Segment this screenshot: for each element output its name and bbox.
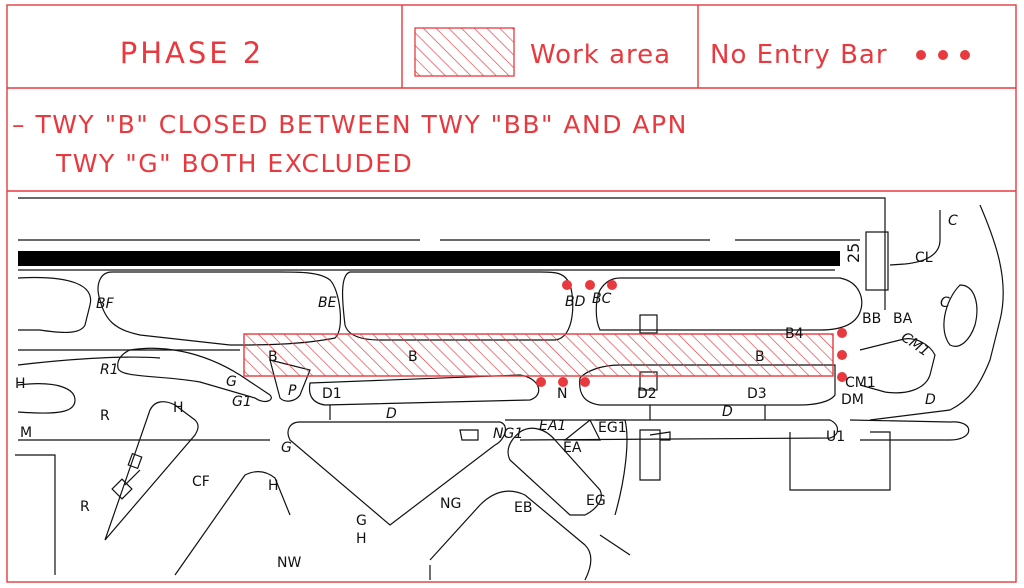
label-EA: EA — [563, 440, 582, 456]
no-entry-legend-label: No Entry Bar — [710, 40, 888, 70]
label-B4: B4 — [785, 326, 804, 342]
label-CL: CL — [915, 250, 933, 266]
label-P: P — [288, 383, 297, 399]
label-M: M — [20, 425, 32, 441]
label-NW: NW — [277, 555, 301, 571]
runway-bar — [18, 251, 840, 266]
label-H-low: H — [268, 478, 279, 494]
phase-title: PHASE 2 — [120, 36, 265, 70]
label-EB: EB — [514, 500, 532, 516]
no-entry-legend-dots — [916, 50, 970, 60]
label-H-left: H — [15, 376, 26, 392]
no-entry-bars — [536, 280, 847, 387]
label-BE: BE — [318, 295, 337, 311]
label-NG1: NG1 — [493, 426, 523, 442]
label-B-mid: B — [408, 349, 418, 365]
label-U1: U1 — [826, 429, 845, 445]
label-DM: DM — [841, 392, 864, 408]
map-linework — [15, 197, 1004, 581]
runway-number: 25 — [844, 243, 863, 263]
label-BF: BF — [96, 296, 115, 312]
label-C-mid: C — [940, 295, 950, 311]
map-labels: BF BE BD BC BB BA CL C C CM1 CM1 B4 B B … — [15, 213, 958, 571]
work-area-legend-swatch — [414, 27, 515, 77]
label-D2: D2 — [637, 386, 657, 402]
work-area-hatch — [243, 333, 834, 377]
work-area-legend-label: Work area — [530, 40, 671, 70]
label-N: N — [557, 386, 567, 402]
label-CF: CF — [192, 474, 210, 490]
label-BC: BC — [592, 291, 612, 307]
label-R1: R1 — [100, 362, 119, 378]
label-B-left: B — [268, 349, 278, 365]
label-CM1-a: CM1 — [898, 329, 932, 360]
label-BA: BA — [893, 311, 913, 327]
label-G-bot: G — [356, 513, 367, 529]
label-D-a: D — [386, 406, 397, 422]
label-G1: G1 — [232, 394, 252, 410]
label-H-bot: H — [356, 531, 367, 547]
label-C-top: C — [948, 213, 958, 229]
note-line-1: – TWY "B" CLOSED BETWEEN TWY "BB" AND AP… — [12, 110, 688, 139]
label-H-mid: H — [173, 400, 184, 416]
label-CM1-b: CM1 — [845, 375, 876, 391]
label-D1: D1 — [322, 386, 342, 402]
note-line-2: TWY "G" BOTH EXCLUDED — [55, 149, 413, 178]
label-G-low: G — [281, 440, 292, 456]
label-EA1: EA1 — [539, 418, 566, 434]
label-R-a: R — [100, 408, 110, 424]
label-D-right: D — [925, 392, 936, 408]
label-EG1: EG1 — [598, 420, 627, 436]
label-G: G — [226, 374, 237, 390]
label-B-right: B — [755, 349, 765, 365]
label-NG: NG — [440, 496, 461, 512]
label-EG: EG — [586, 493, 606, 509]
label-R-b: R — [80, 499, 90, 515]
label-BD: BD — [565, 294, 586, 310]
label-BB: BB — [862, 311, 881, 327]
label-D3: D3 — [747, 386, 767, 402]
header-frame — [6, 4, 1017, 583]
label-D-b: D — [722, 404, 733, 420]
